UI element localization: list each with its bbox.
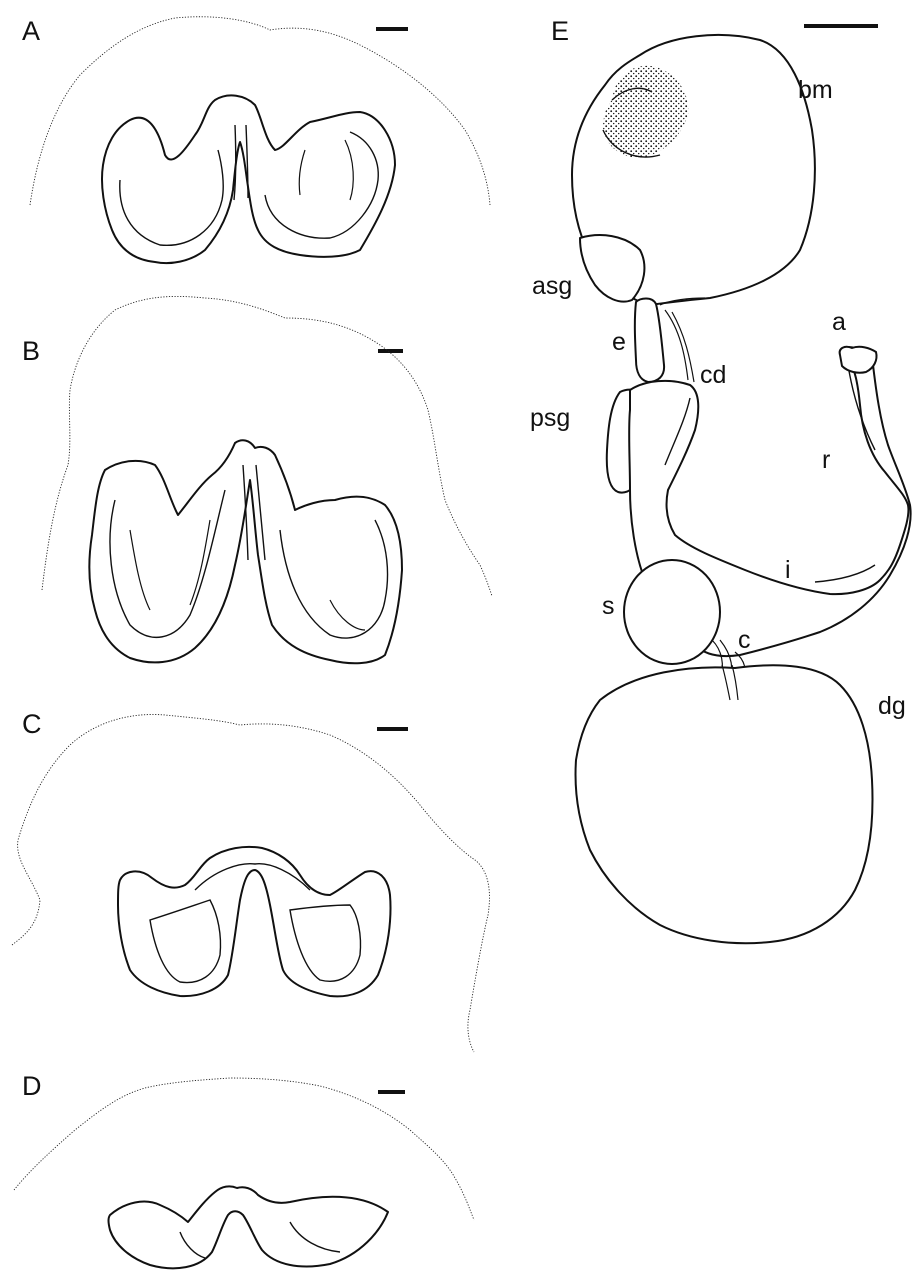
panel-a: A	[22, 16, 490, 263]
connecting-duct	[660, 298, 705, 382]
spermatheca	[624, 560, 720, 664]
body-outline-c	[12, 714, 489, 1052]
epigynum-d	[109, 1186, 389, 1268]
label-dg: dg	[878, 692, 906, 720]
label-a: a	[832, 308, 846, 336]
label-e: e	[612, 328, 626, 356]
panel-letter-d: D	[22, 1071, 42, 1101]
label-c: c	[738, 626, 751, 654]
label-s: s	[602, 592, 615, 620]
label-psg: psg	[530, 404, 570, 432]
label-i: i	[785, 556, 791, 584]
panel-c: C	[12, 709, 489, 1052]
label-asg: asg	[532, 272, 572, 300]
anterior-secretory-gland	[580, 235, 644, 302]
panel-letter-e: E	[551, 16, 569, 46]
label-bm: bm	[798, 76, 833, 104]
panel-letter-b: B	[22, 336, 40, 366]
efferent-duct	[635, 299, 664, 383]
digestive-gland	[576, 665, 873, 943]
panel-letter-c: C	[22, 709, 42, 739]
panel-d: D	[14, 1071, 474, 1268]
panel-e: E bm asg e	[530, 16, 911, 943]
atrium-tip	[840, 347, 877, 373]
label-r: r	[822, 446, 830, 474]
label-cd: cd	[700, 361, 726, 389]
panel-b: B	[22, 296, 492, 663]
panel-letter-a: A	[22, 16, 40, 46]
